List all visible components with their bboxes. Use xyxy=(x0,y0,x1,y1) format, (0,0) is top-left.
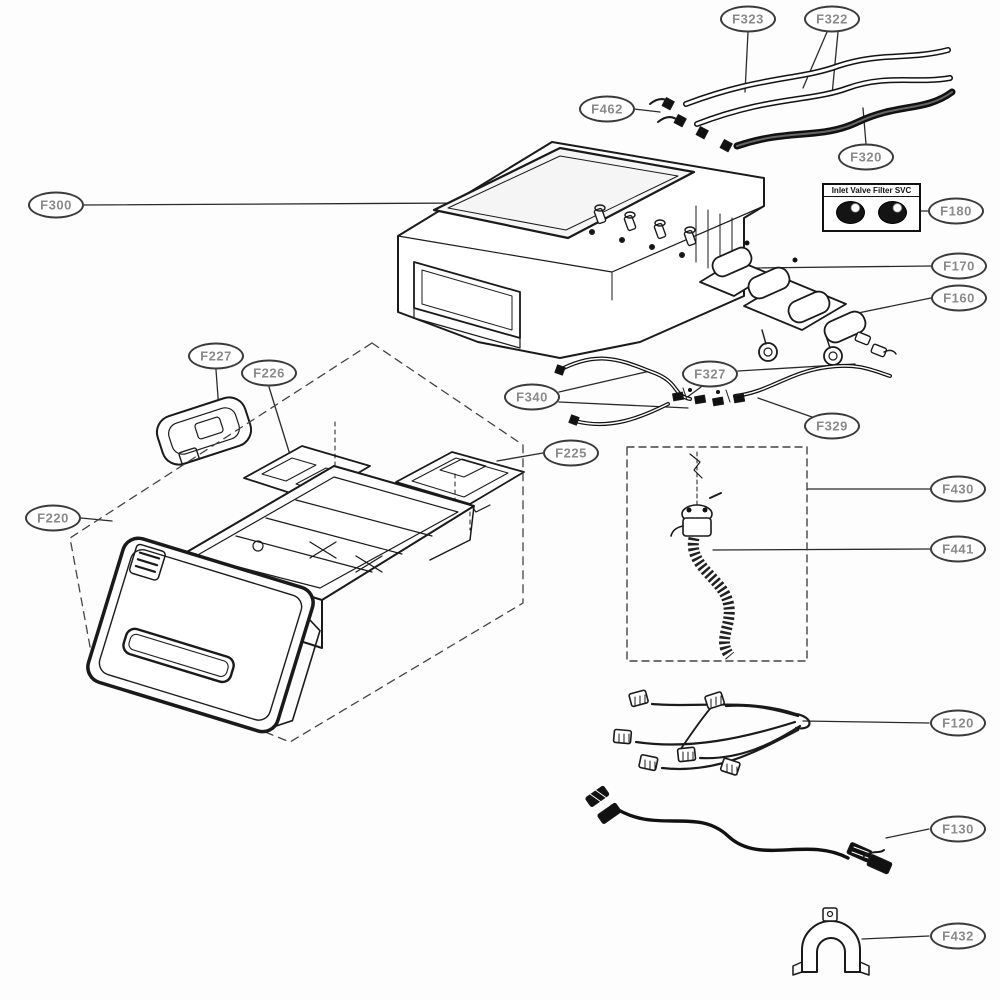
part-label-f441[interactable]: F441 xyxy=(930,535,986,563)
inlet-hose-dashed-box xyxy=(626,446,808,662)
drawer-front-panel xyxy=(86,536,321,734)
part-label-f226[interactable]: F226 xyxy=(241,359,297,387)
dispenser-top-assembly xyxy=(397,141,765,359)
svc-box-title: Inlet Valve Filter SVC xyxy=(824,185,919,197)
leader-lines xyxy=(80,31,932,940)
filter-icon xyxy=(877,200,907,224)
insert-part xyxy=(395,451,525,531)
part-label-f462[interactable]: F462 xyxy=(579,95,635,123)
hose-holder-bracket xyxy=(792,907,870,976)
sensor-cable xyxy=(585,785,893,875)
fill-hose-assembly xyxy=(554,356,892,427)
svc-filters xyxy=(824,197,919,227)
part-label-f340[interactable]: F340 xyxy=(504,383,560,411)
part-label-f160[interactable]: F160 xyxy=(931,284,987,312)
part-label-f430[interactable]: F430 xyxy=(930,475,986,503)
part-label-f329[interactable]: F329 xyxy=(804,412,860,440)
part-label-f432[interactable]: F432 xyxy=(930,922,986,950)
part-label-f180[interactable]: F180 xyxy=(928,197,984,225)
inlet-hoses xyxy=(649,47,956,153)
part-label-f120[interactable]: F120 xyxy=(930,709,986,737)
part-label-f227[interactable]: F227 xyxy=(188,342,244,370)
part-label-f320[interactable]: F320 xyxy=(838,143,894,171)
wire-harness xyxy=(612,689,811,776)
part-label-f130[interactable]: F130 xyxy=(930,815,986,843)
part-label-f327[interactable]: F327 xyxy=(682,360,738,388)
part-label-f323[interactable]: F323 xyxy=(720,5,776,33)
part-label-f170[interactable]: F170 xyxy=(931,252,987,280)
part-label-f220[interactable]: F220 xyxy=(25,504,81,532)
part-label-f322[interactable]: F322 xyxy=(804,5,860,33)
part-label-f300[interactable]: F300 xyxy=(28,191,84,219)
inlet-valve-assembly xyxy=(699,240,897,366)
part-label-f225[interactable]: F225 xyxy=(543,439,599,467)
inlet-valve-filter-svc-box: Inlet Valve Filter SVC xyxy=(822,183,921,232)
filter-icon xyxy=(836,200,866,224)
drawer-assembly-dashed-box xyxy=(69,342,524,743)
dispenser-cover-part xyxy=(155,396,253,466)
